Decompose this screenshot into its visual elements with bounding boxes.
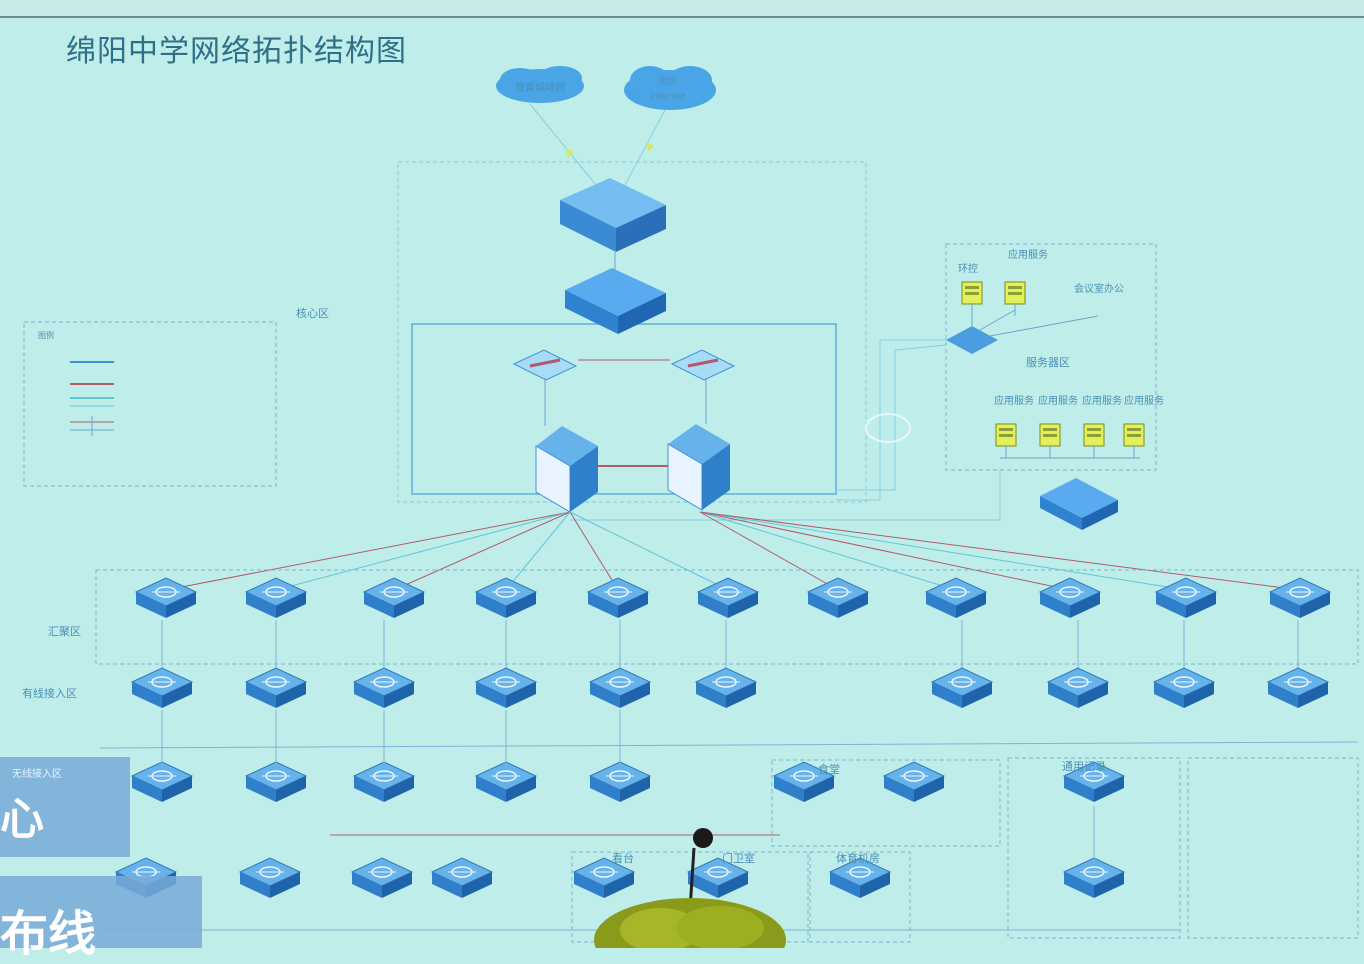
wireless-access-switch <box>131 761 193 803</box>
aggregation-switch <box>697 577 759 619</box>
core-module-left <box>512 349 578 381</box>
server-area <box>945 243 1157 471</box>
aggregation-switch <box>807 577 869 619</box>
legend-title: 图例 <box>38 330 54 340</box>
access-switch <box>245 667 307 709</box>
aggregation-switch <box>1155 577 1217 619</box>
overlay-top-small: 无线接入区 <box>12 769 62 780</box>
uplink-lines <box>165 511 1301 591</box>
overlay-top-big: 心 <box>0 794 44 845</box>
foreground-plant <box>594 898 786 948</box>
cloud-internet: 电信 Internet <box>624 66 716 110</box>
router-device <box>565 268 666 334</box>
aggregation-switch <box>135 577 197 619</box>
cloud-1-label: 教育城域网 <box>515 81 565 94</box>
core-module-right <box>670 349 736 381</box>
edge-switch <box>431 857 493 899</box>
zone-aggregation: 汇聚区 <box>48 625 81 638</box>
sub-area-stand: 看台 <box>612 851 634 865</box>
access-switch <box>1153 667 1215 709</box>
top-band <box>0 0 1364 18</box>
access-switch <box>1267 667 1329 709</box>
sub-area-sports-room: 体育机房 <box>836 851 880 865</box>
legend-box <box>23 321 277 487</box>
firewall-device <box>560 178 666 252</box>
cloud-2-sub: Internet <box>650 92 686 102</box>
core-switch-left <box>535 426 598 513</box>
server-label-5: 应用服务 <box>1082 394 1122 407</box>
access-switch <box>353 667 415 709</box>
wireless-switch-row <box>131 710 1125 803</box>
wireless-access-switch <box>589 761 651 803</box>
edge-switch <box>239 857 301 899</box>
wireless-access-switch <box>245 761 307 803</box>
server-access-switch <box>946 326 998 354</box>
access-switch-row <box>131 620 1329 709</box>
aggregation-switch <box>363 577 425 619</box>
edge-switch <box>1063 857 1125 899</box>
overlay-bottom-big: 布线 <box>0 906 97 962</box>
zone-server: 服务器区 <box>1026 356 1070 369</box>
page-title: 绵阳中学网络拓扑结构图 <box>66 34 407 69</box>
access-switch <box>475 667 537 709</box>
access-switch <box>589 667 651 709</box>
server-label-2: 会议室办公 <box>1074 282 1124 295</box>
wireless-controller <box>1040 478 1118 530</box>
wireless-access-switch <box>353 761 415 803</box>
aggregation-switch <box>587 577 649 619</box>
wireless-access-switch <box>475 761 537 803</box>
zone-core: 核心区 <box>296 306 329 320</box>
cloud-education-network: 教育城域网 <box>496 66 584 103</box>
edge-switch <box>351 857 413 899</box>
wireless-access-switch <box>883 761 945 803</box>
access-switch <box>1047 667 1109 709</box>
zone-wired-access: 有线接入区 <box>22 686 77 700</box>
server-label-3: 应用服务 <box>994 394 1034 407</box>
access-switch <box>931 667 993 709</box>
access-switch <box>695 667 757 709</box>
overlay-top: 无线接入区 心 <box>0 757 130 857</box>
aggregation-switch <box>475 577 537 619</box>
bottom-switch-row <box>115 806 1125 899</box>
sub-area-canteen: 食堂 <box>818 762 840 776</box>
cloud-2-label: 电信 <box>659 75 677 87</box>
server-label-1: 应用服务 <box>1008 248 1048 261</box>
overlay-bottom: 布线 <box>0 876 202 962</box>
sub-area-record: 通用记录 <box>1062 760 1106 773</box>
server-label-6: 应用服务 <box>1124 394 1164 407</box>
aggregation-switch <box>1269 577 1331 619</box>
access-switch <box>131 667 193 709</box>
core-switch-right <box>667 424 730 511</box>
server-label-0: 环控 <box>958 262 978 275</box>
server-label-4: 应用服务 <box>1038 394 1078 407</box>
aggregation-switch <box>1039 577 1101 619</box>
sub-area-gate: 门卫室 <box>722 851 755 865</box>
